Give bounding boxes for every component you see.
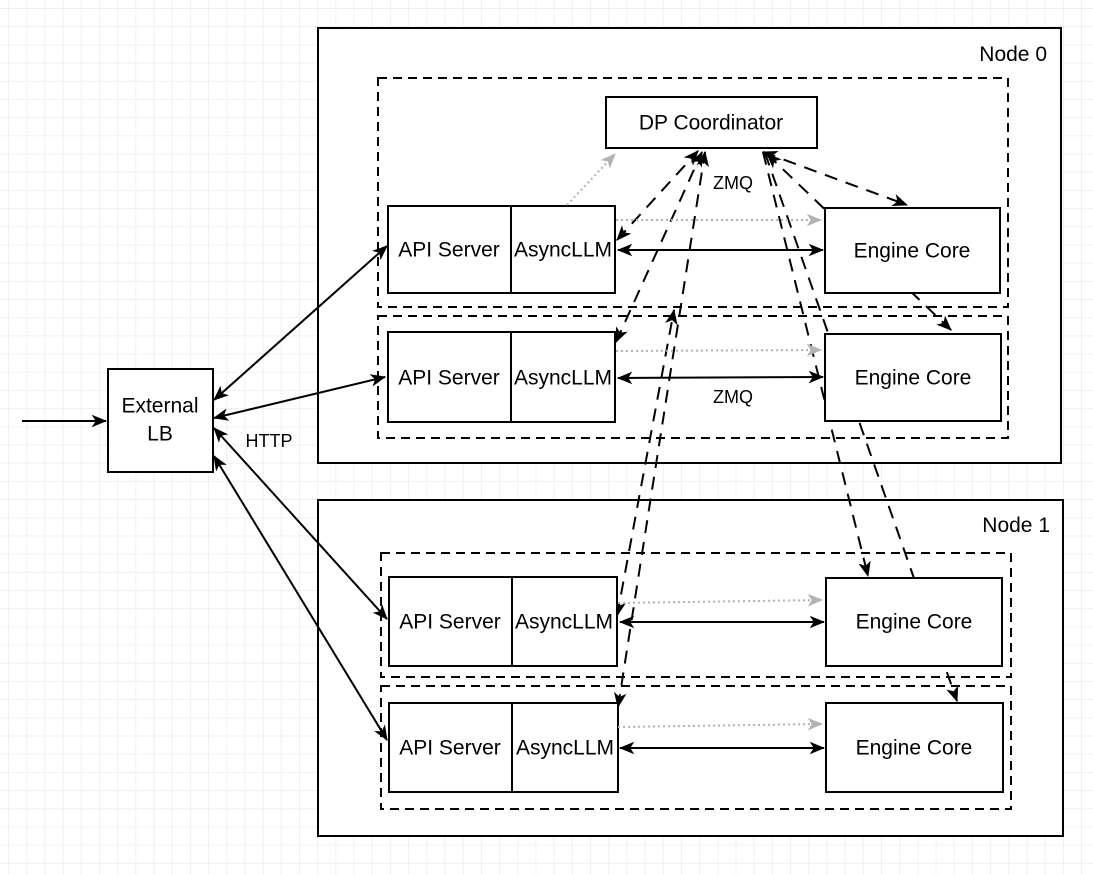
api-asyncllm-box-row3 [388, 576, 618, 667]
dashed-arrow-coordinator-enginecore3 [762, 151, 871, 578]
api-server-label-row4: API Server [399, 737, 501, 760]
arrow-asyncllm2-enginecore2 [616, 370, 825, 385]
dp-coordinator-box [605, 96, 818, 149]
dp-rank0-container [377, 77, 1009, 308]
api-server-label-row3: API Server [399, 611, 501, 634]
engine-core-label-row2: Engine Core [855, 367, 972, 390]
engine-core-box-row2 [824, 333, 1002, 422]
api-asyncllm-box-row4 [388, 702, 619, 793]
external-lb-box [107, 368, 214, 473]
engine-core-box-row4 [825, 702, 1004, 793]
engine-core-label-row1: Engine Core [854, 240, 971, 263]
arrow-lb-apiserver2 [212, 374, 387, 421]
dp-coordinator-label: DP Coordinator [639, 112, 783, 135]
gray-dotted-edges [566, 153, 824, 731]
api-server-label-row1: API Server [398, 239, 500, 262]
http-edge-label: HTTP [246, 431, 293, 451]
external-lb-label-line2: LB [147, 423, 173, 446]
dotted-arrow-asyncllm1-coordinator [566, 153, 616, 206]
api-asyncllm-box-row1 [387, 205, 616, 294]
zmq-coordinator-edge-label: ZMQ [713, 173, 753, 193]
node0-label: Node 0 [979, 43, 1047, 66]
dp-rank3-container [380, 685, 1012, 810]
node1-label: Node 1 [982, 514, 1050, 537]
asyncllm-label-row3: AsyncLLM [515, 611, 613, 634]
asyncllm-label-row4: AsyncLLM [516, 737, 614, 760]
engine-core-box-row1 [824, 207, 1001, 294]
asyncllm-label-row2: AsyncLLM [514, 367, 612, 390]
engine-core-box-row3 [825, 577, 1003, 667]
dotted-arrow-asyncllm4-enginecore4 [617, 717, 824, 731]
engine-core-label-row3: Engine Core [856, 611, 973, 634]
solid-edges [22, 243, 826, 755]
external-lb-label-line1: External [121, 395, 198, 418]
api-asyncllm-box-row2 [387, 331, 616, 423]
engine-core-label-row4: Engine Core [856, 737, 973, 760]
api-server-label-row2: API Server [398, 367, 500, 390]
dotted-arrow-asyncllm2-enginecore2 [615, 343, 823, 357]
asyncllm-label-row1: AsyncLLM [514, 239, 612, 262]
arrow-lb-apiserver4 [213, 455, 388, 741]
dotted-arrow-asyncllm3-enginecore3 [617, 593, 824, 607]
zmq-row2-edge-label: ZMQ [713, 387, 753, 407]
